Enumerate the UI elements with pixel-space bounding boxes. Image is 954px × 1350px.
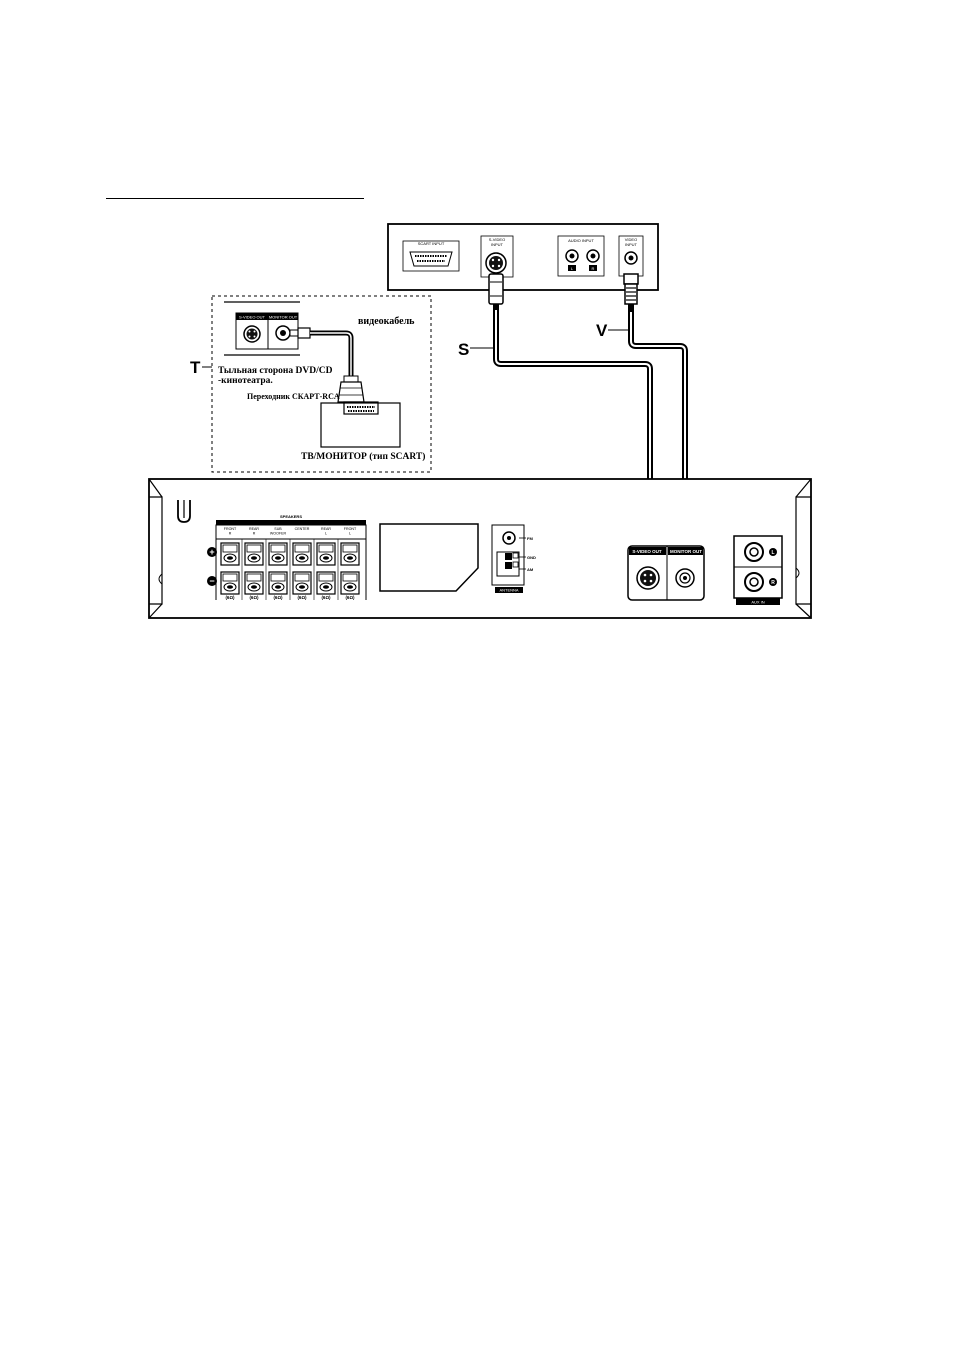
receiver-svideo-out-label: S-VIDEO OUT <box>632 549 662 554</box>
terminal-clip <box>222 544 238 553</box>
scart-adapter-inset: S-VIDEO OUT MONITOR OUT видеокабель Тыль… <box>211 295 432 473</box>
gnd-label: GND <box>527 555 536 560</box>
tv-svideo-label-1: S-VIDEO <box>489 237 505 242</box>
terminal-clip <box>270 544 286 553</box>
plus-terminal-marker <box>207 547 217 557</box>
terminal-clip <box>318 544 334 553</box>
am-terminal[interactable] <box>505 562 512 569</box>
inset-rear-side-line-1: Тыльная сторона DVD/CD <box>218 366 333 376</box>
aux-r-label: R <box>771 580 775 586</box>
tv-scart-label: SCART INPUT <box>418 241 445 246</box>
plus-sign: + <box>209 547 214 557</box>
terminal-clip <box>342 573 358 582</box>
speakers-header-bar <box>216 520 366 525</box>
inset-adapter-label: Переходник СКАРТ-RCA <box>247 392 340 401</box>
am-label: AM <box>527 567 534 572</box>
inset-rear-side-line-2: -кинотеатра. <box>218 376 273 386</box>
speaker-impedance-label: (6Ω) <box>225 595 235 600</box>
speaker-channel-label: REAR <box>321 527 331 531</box>
speaker-impedance-label: (6Ω) <box>345 595 355 600</box>
inset-monitor-out-label: MONITOR OUT <box>269 315 298 320</box>
speaker-channel-label: R <box>253 532 256 536</box>
inset-video-cable-label: видеокабель <box>358 316 415 327</box>
speaker-impedance-label: (6Ω) <box>321 595 331 600</box>
panel-cutout <box>379 523 479 592</box>
tv-rear-panel: SCART INPUT S-VIDEO INPUT AUDIO INPUT L … <box>387 223 659 291</box>
tv-audio-r-label: R <box>592 266 595 271</box>
speaker-channel-label: R <box>229 532 232 536</box>
aux-l-label: L <box>771 550 774 556</box>
speaker-channel-label: FRONT <box>224 527 237 531</box>
receiver-monitor-out-label: MONITOR OUT <box>670 549 702 554</box>
terminal-hole <box>251 556 257 560</box>
inset-tv-box <box>320 402 401 448</box>
receiver-rear-panel: SPEAKERS FRONTR(6Ω)REARR(6Ω)SUBWOOFER(6Ω… <box>148 478 812 619</box>
tv-audio-l-label: L <box>571 266 574 271</box>
minus-sign: − <box>209 576 214 586</box>
terminal-hole <box>227 585 233 589</box>
terminal-hole <box>323 556 329 560</box>
tv-video-label-1: VIDEO <box>625 237 637 242</box>
terminal-hole <box>275 556 281 560</box>
speaker-channel-label: WOOFER <box>270 532 287 536</box>
inset-svideo-out-label: S-VIDEO OUT <box>239 315 266 320</box>
terminal-clip <box>246 573 262 582</box>
terminal-clip <box>342 544 358 553</box>
tv-audio-label: AUDIO INPUT <box>568 238 594 243</box>
speaker-channel-label: L <box>325 532 327 536</box>
adapter-rca-end <box>343 375 359 383</box>
aux-in-label: AUX IN <box>751 600 764 605</box>
callout-t: T <box>190 358 201 377</box>
terminal-clip <box>294 573 310 582</box>
terminal-clip <box>246 544 262 553</box>
tv-svideo-label-2: INPUT <box>491 242 504 247</box>
terminal-hole <box>299 556 305 560</box>
speaker-channel-label: CENTER <box>295 527 310 531</box>
antenna-label: ANTENNA <box>499 588 518 593</box>
callout-s: S <box>458 340 469 359</box>
terminal-hole <box>323 585 329 589</box>
terminal-hole <box>275 585 281 589</box>
terminal-clip <box>222 573 238 582</box>
terminal-hole <box>227 556 233 560</box>
speaker-impedance-label: (6Ω) <box>273 595 283 600</box>
minus-terminal-marker <box>207 576 217 586</box>
tv-scart-socket[interactable] <box>409 251 453 267</box>
callout-v: V <box>596 321 608 340</box>
speaker-impedance-label: (6Ω) <box>249 595 259 600</box>
speaker-channel-label: L <box>349 532 351 536</box>
inset-dashed-frame <box>211 295 432 473</box>
speaker-channel-label: SUB <box>274 527 282 531</box>
speakers-label: SPEAKERS <box>280 514 302 519</box>
terminal-clip <box>318 573 334 582</box>
section-title-underline <box>106 198 364 199</box>
fm-label: FM <box>527 536 533 541</box>
terminal-hole <box>251 585 257 589</box>
speaker-impedance-label: (6Ω) <box>297 595 307 600</box>
adapter-body <box>337 381 365 403</box>
gnd-terminal[interactable] <box>505 553 512 560</box>
speaker-channel-label: REAR <box>249 527 259 531</box>
inset-tv-monitor-label: ТВ/МОНИТОР (тип SCART) <box>301 451 425 462</box>
tv-video-label-2: INPUT <box>625 242 638 247</box>
speaker-channel-label: FRONT <box>344 527 357 531</box>
terminal-hole <box>347 556 353 560</box>
terminal-clip <box>294 544 310 553</box>
terminal-clip <box>270 573 286 582</box>
terminal-hole <box>347 585 353 589</box>
terminal-hole <box>299 585 305 589</box>
